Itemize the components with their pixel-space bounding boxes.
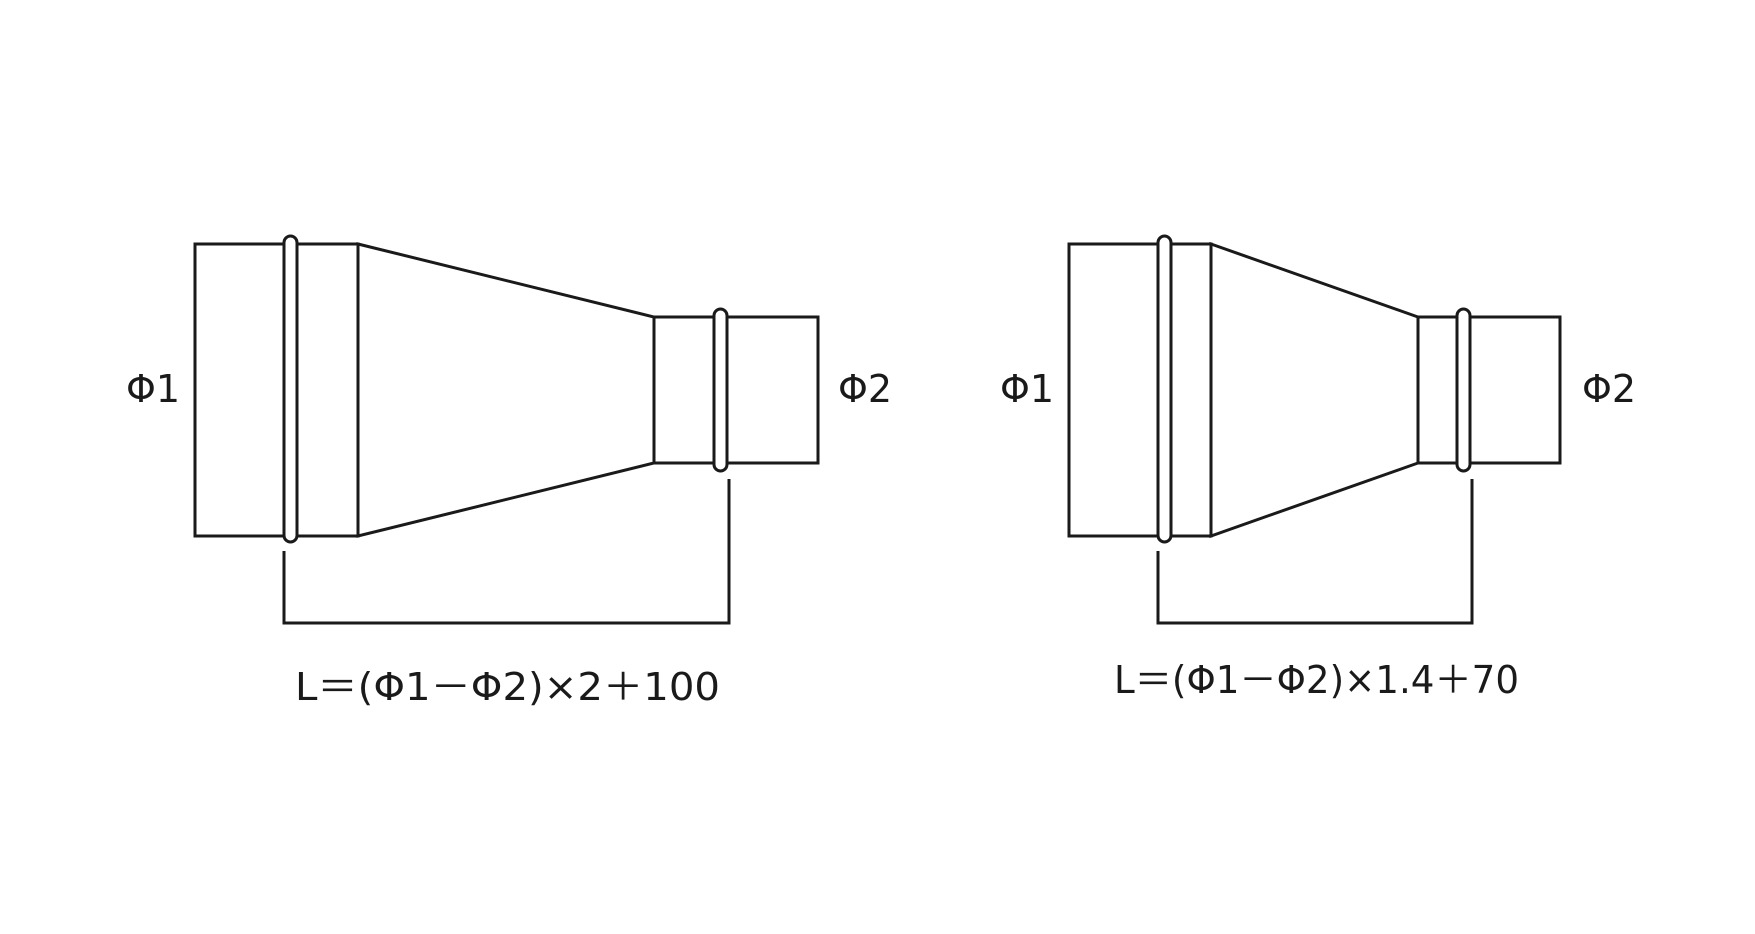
reducer-1-length-dimension (282, 479, 731, 625)
reducer-1-small-bead-ring (712, 307, 729, 473)
reducer-1-large-bead-ring (282, 234, 299, 544)
reducer-1-large-collar (193, 242, 360, 538)
reducer-1-small-collar (652, 315, 820, 465)
reducer-2-cone (1209, 241, 1420, 539)
reducer-1-cone (356, 242, 656, 538)
reducer-2-small-collar (1416, 315, 1562, 465)
reducer-2-large-collar (1067, 242, 1213, 538)
reducer-2-length-formula: L＝(Φ1－Φ2)×1.4＋70 (1114, 658, 1519, 702)
reducer-2-large-diameter-label: Φ1 (1000, 367, 1054, 411)
reducer-2-length-dimension (1156, 479, 1474, 625)
reducer-1: Φ1 Φ2 L＝(Φ1－Φ2)×2＋100 (126, 234, 892, 709)
reducer-2: Φ1 Φ2 L＝(Φ1－Φ2)×1.4＋70 (1000, 234, 1636, 702)
reducer-2-small-bead-ring (1455, 307, 1472, 473)
reducer-2-large-bead-ring (1156, 234, 1173, 544)
reducer-1-large-diameter-label: Φ1 (126, 367, 180, 411)
reducer-1-small-diameter-label: Φ2 (838, 367, 892, 411)
reducer-2-small-diameter-label: Φ2 (1582, 367, 1636, 411)
reducer-1-length-formula: L＝(Φ1－Φ2)×2＋100 (295, 665, 720, 709)
